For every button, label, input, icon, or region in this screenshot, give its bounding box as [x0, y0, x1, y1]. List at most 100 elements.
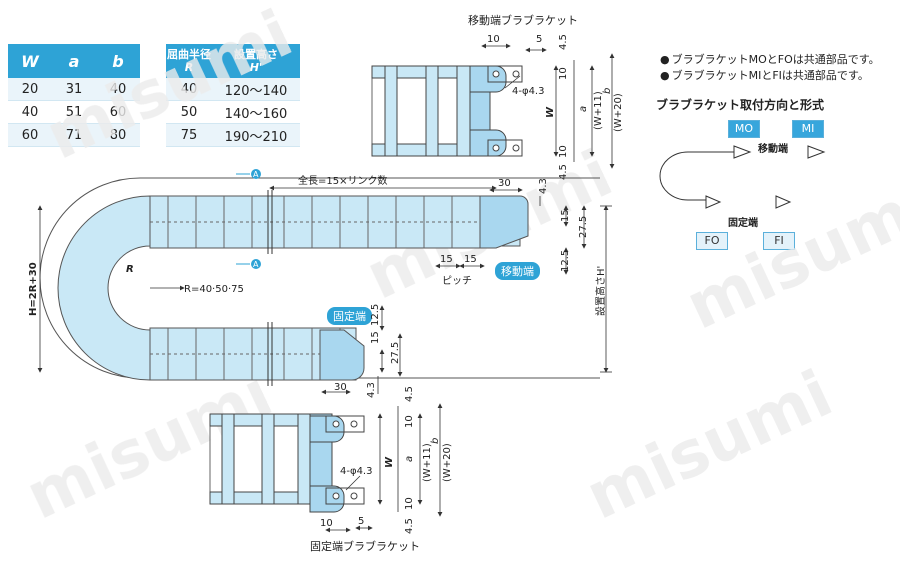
mount-direction-diagram [659, 145, 826, 209]
table-cell: 31 [52, 78, 96, 101]
table-row: 20 31 40 [8, 78, 140, 101]
radius-label: R [126, 264, 134, 275]
pitch-label: ピッチ [442, 275, 472, 287]
table-cell: 50 [166, 100, 212, 124]
svg-text:misumi: misumi [35, 0, 303, 175]
header-radius: 屈曲半径 R [166, 44, 212, 78]
svg-text:15: 15 [464, 254, 477, 265]
header-b: b [96, 44, 140, 78]
mount-moving-label: 移動端 [758, 144, 788, 155]
table-cell: 80 [96, 123, 140, 147]
svg-text:30: 30 [498, 178, 511, 189]
table-cell: 120～140 [212, 78, 300, 101]
section-marker-bottom: A [253, 260, 259, 269]
svg-text:(W+20): (W+20) [613, 93, 624, 132]
table-cell: 71 [52, 123, 96, 147]
note-item: ブラブラケットMOとFOは共通部品です。 [660, 52, 880, 68]
table-cell: 40 [166, 78, 212, 101]
moving-end-tag: 移動端 [495, 262, 540, 280]
bottom-bracket-title: 固定端ブラブラケット [310, 539, 420, 553]
svg-text:10: 10 [404, 497, 415, 510]
note-item: ブラブラケットMIとFIは共通部品です。 [660, 68, 880, 84]
table-cell: 140～160 [212, 100, 300, 124]
table-cell: 60 [96, 100, 140, 124]
svg-text:(W+11): (W+11) [422, 443, 433, 482]
table-cell: 60 [8, 123, 52, 147]
svg-text:4.5: 4.5 [404, 518, 415, 534]
svg-text:(W+20): (W+20) [442, 443, 453, 482]
mount-title: ブラブラケット取付方向と形式 [656, 98, 825, 112]
svg-text:15: 15 [440, 254, 453, 265]
table-cell: 51 [52, 100, 96, 124]
table-row: 75 190～210 [166, 123, 300, 147]
svg-text:27.5: 27.5 [578, 216, 589, 238]
svg-text:misumi: misumi [675, 167, 900, 344]
svg-text:10: 10 [404, 415, 415, 428]
svg-text:5: 5 [536, 34, 542, 45]
table-row: 60 71 80 [8, 123, 140, 147]
main-labels: 全長=15×リンク数 30 4.3 15 27.5 12.5 設置高さH' 15… [28, 174, 607, 398]
svg-text:a: a [404, 456, 415, 462]
table-cell: 190～210 [212, 123, 300, 147]
bottom-bracket-dims [325, 403, 443, 533]
svg-text:10: 10 [487, 34, 500, 45]
table-row: 50 140～160 [166, 100, 300, 124]
main-dims [37, 185, 612, 395]
dimension-table: W a b 20 31 40 40 51 60 60 71 80 [8, 44, 140, 147]
svg-text:15: 15 [560, 209, 571, 222]
svg-text:10: 10 [558, 67, 569, 80]
top-bracket-dims [481, 43, 615, 169]
header-a: a [52, 44, 96, 78]
svg-text:27.5: 27.5 [390, 342, 401, 364]
svg-text:misumi: misumi [575, 357, 843, 534]
svg-text:4-φ4.3: 4-φ4.3 [340, 466, 372, 477]
table-cell: 20 [8, 78, 52, 101]
section-marker-top: A [253, 170, 259, 179]
svg-text:W: W [545, 106, 556, 118]
header-height: 設置高さ H' [212, 44, 300, 78]
fixed-end-tag: 固定端 [327, 307, 372, 325]
top-bracket-labels: 移動端ブラブラケット 10 5 4.5 10 4-φ4.3 W a (W+11)… [468, 13, 624, 180]
total-length-label: 全長=15×リンク数 [298, 174, 387, 187]
table-row: 40 51 60 [8, 100, 140, 124]
svg-text:4.5: 4.5 [404, 386, 415, 402]
table-cell: 40 [96, 78, 140, 101]
svg-text:30: 30 [334, 382, 347, 393]
mi-box: MI [792, 120, 824, 138]
fo-box: FO [696, 232, 728, 250]
section-markers: A A [236, 169, 261, 269]
radius-values: R=40·50·75 [184, 284, 244, 295]
header-w: W [8, 44, 52, 78]
install-height-label: 設置高さH' [594, 266, 607, 316]
svg-text:W: W [384, 456, 395, 468]
mo-box: MO [728, 120, 760, 138]
fi-box: FI [763, 232, 795, 250]
svg-text:10: 10 [320, 518, 333, 529]
table-cell: 40 [8, 100, 52, 124]
svg-text:10: 10 [558, 145, 569, 158]
svg-text:misumi: misumi [15, 357, 283, 534]
bend-radius-table: 屈曲半径 R 設置高さ H' 40 120～140 50 140～160 75 … [166, 44, 300, 147]
svg-text:(W+11): (W+11) [593, 91, 604, 130]
svg-text:a: a [578, 106, 589, 112]
svg-text:4.5: 4.5 [558, 164, 569, 180]
svg-text:b: b [602, 88, 613, 94]
top-bracket-title: 移動端ブラブラケット [468, 13, 578, 27]
svg-text:4.5: 4.5 [558, 34, 569, 50]
mount-fixed-label: 固定端 [728, 218, 758, 229]
svg-text:4-φ4.3: 4-φ4.3 [512, 86, 544, 97]
svg-text:4.3: 4.3 [538, 178, 549, 194]
bottom-bracket-labels: 固定端ブラブラケット 10 5 4.5 10 4-φ4.3 W a (W+11)… [310, 386, 453, 553]
height-formula: H=2R+30 [28, 262, 39, 316]
svg-text:5: 5 [358, 516, 364, 527]
top-bracket-view [371, 65, 523, 157]
notes: ブラブラケットMOとFOは共通部品です。 ブラブラケットMIとFIは共通部品です… [660, 52, 880, 84]
svg-text:b: b [430, 438, 441, 444]
svg-text:12.5: 12.5 [560, 250, 571, 272]
bottom-bracket-view [209, 413, 365, 513]
chain-body [39, 177, 600, 386]
svg-text:15: 15 [370, 331, 381, 344]
svg-text:12.5: 12.5 [370, 304, 381, 326]
table-row: 40 120～140 [166, 78, 300, 101]
